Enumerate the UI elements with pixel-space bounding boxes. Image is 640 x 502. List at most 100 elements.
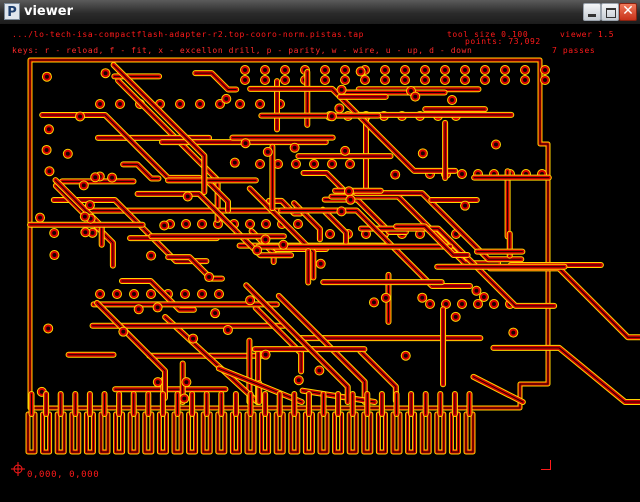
maximize-icon [606,8,616,18]
pcb-pad [328,232,332,236]
pcb-pad [232,160,237,165]
pcb-pad [453,314,458,319]
pcb-trace [121,280,195,311]
position-label: POINTS: 73,092 [465,37,541,46]
pcb-pad [263,237,268,242]
pcb-pad [339,209,344,214]
pcb-trace [167,256,223,280]
close-button[interactable]: ✕ [619,3,637,21]
pcb-pad [312,162,316,166]
pcb-pad [238,102,242,106]
pcb-pad [46,127,51,132]
pcb-trace [391,412,402,454]
pcb-trace [164,316,258,403]
pcb-pad [52,230,57,235]
pcb-pad [283,68,287,72]
pcb-pad [363,78,367,82]
pcb-trace [491,345,640,404]
pcb-pad [98,102,102,106]
app-icon: P [4,3,20,20]
pcb-pad [543,78,547,82]
title-bar[interactable]: P viewer ✕ [0,0,640,25]
pcb-pad [248,222,252,226]
pcb-pad [358,69,363,74]
pcb-pad [132,292,136,296]
pcb-pad [296,222,300,226]
pcb-pad [492,302,496,306]
pcb-pad [185,194,190,199]
pcb-pad [183,292,187,296]
pcb-pad [337,106,342,111]
pcb-pad [450,98,455,103]
maximize-button[interactable] [601,3,619,21]
pcb-pad [483,78,487,82]
pcb-trace [143,412,154,454]
pcb-trace [26,412,37,454]
pcb-pad [213,311,218,316]
pcb-trace [303,412,314,454]
pcb-pad [155,305,160,310]
pcb-pad [428,302,432,306]
pcb-pad [463,78,467,82]
minimize-button[interactable] [583,3,601,21]
pcb-trace [255,307,302,372]
pcb-pad [493,142,498,147]
pcb-trace [172,412,183,454]
pcb-trace [376,412,387,454]
pcb-pad [348,197,353,202]
board-corner-marker [541,460,551,470]
pcb-pad [83,230,88,235]
pcb-pad [329,114,334,119]
pcb-pad [258,102,262,106]
pcb-pad [408,89,413,94]
pcb-pad [444,302,448,306]
pcb-pad [503,78,507,82]
pcb-pad [330,162,334,166]
pcb-pad [81,183,86,188]
pcb-pad [423,68,427,72]
pcb-pad [463,68,467,72]
file-path-label: .../lo-tech-ISA-CompactFlash-adapter-r2.… [12,30,365,39]
pcb-trace [492,347,640,403]
minimize-icon [588,14,596,17]
pcb-trace [406,412,417,454]
pcb-pad [217,292,221,296]
pcb-trace [96,302,166,399]
pcb-pad [294,162,298,166]
pcb-pad [207,275,212,280]
pcb-pad [283,78,287,82]
pcb-pad [65,151,70,156]
pcb-pad [403,68,407,72]
pcb-pad [39,389,44,394]
pcb-pad [523,68,527,72]
pcb-pad [443,78,447,82]
pcb-pad [184,222,188,226]
pcb-trace [289,412,300,454]
pcb-pad [178,102,182,106]
pcb-pad [44,74,49,79]
pcb-trace [347,412,358,454]
pcb-pad [383,78,387,82]
tool-size-label: tool size 0.100 [447,30,529,39]
pcb-pad [149,292,153,296]
window-title: viewer [24,4,73,19]
passes-label: 7 passes [552,46,596,55]
pcb-trace [420,412,431,454]
pcb-pad [511,330,516,335]
pcb-pad [82,214,87,219]
pcb-trace [218,367,303,403]
pcb-pad [248,298,253,303]
pcb-pad [264,222,268,226]
pcb-pad [474,288,479,293]
pcb-trace [201,412,212,454]
pcb-trace [245,412,256,454]
pcb-pad [454,232,458,236]
pcb-pad [155,380,160,385]
pcb-pad [136,307,141,312]
pcb-pad [47,169,52,174]
pcb-pad [476,302,480,306]
pcb-trace [362,412,373,454]
pcb-pad [52,253,57,258]
pcb-pad [460,302,464,306]
pcb-trace [205,179,229,212]
